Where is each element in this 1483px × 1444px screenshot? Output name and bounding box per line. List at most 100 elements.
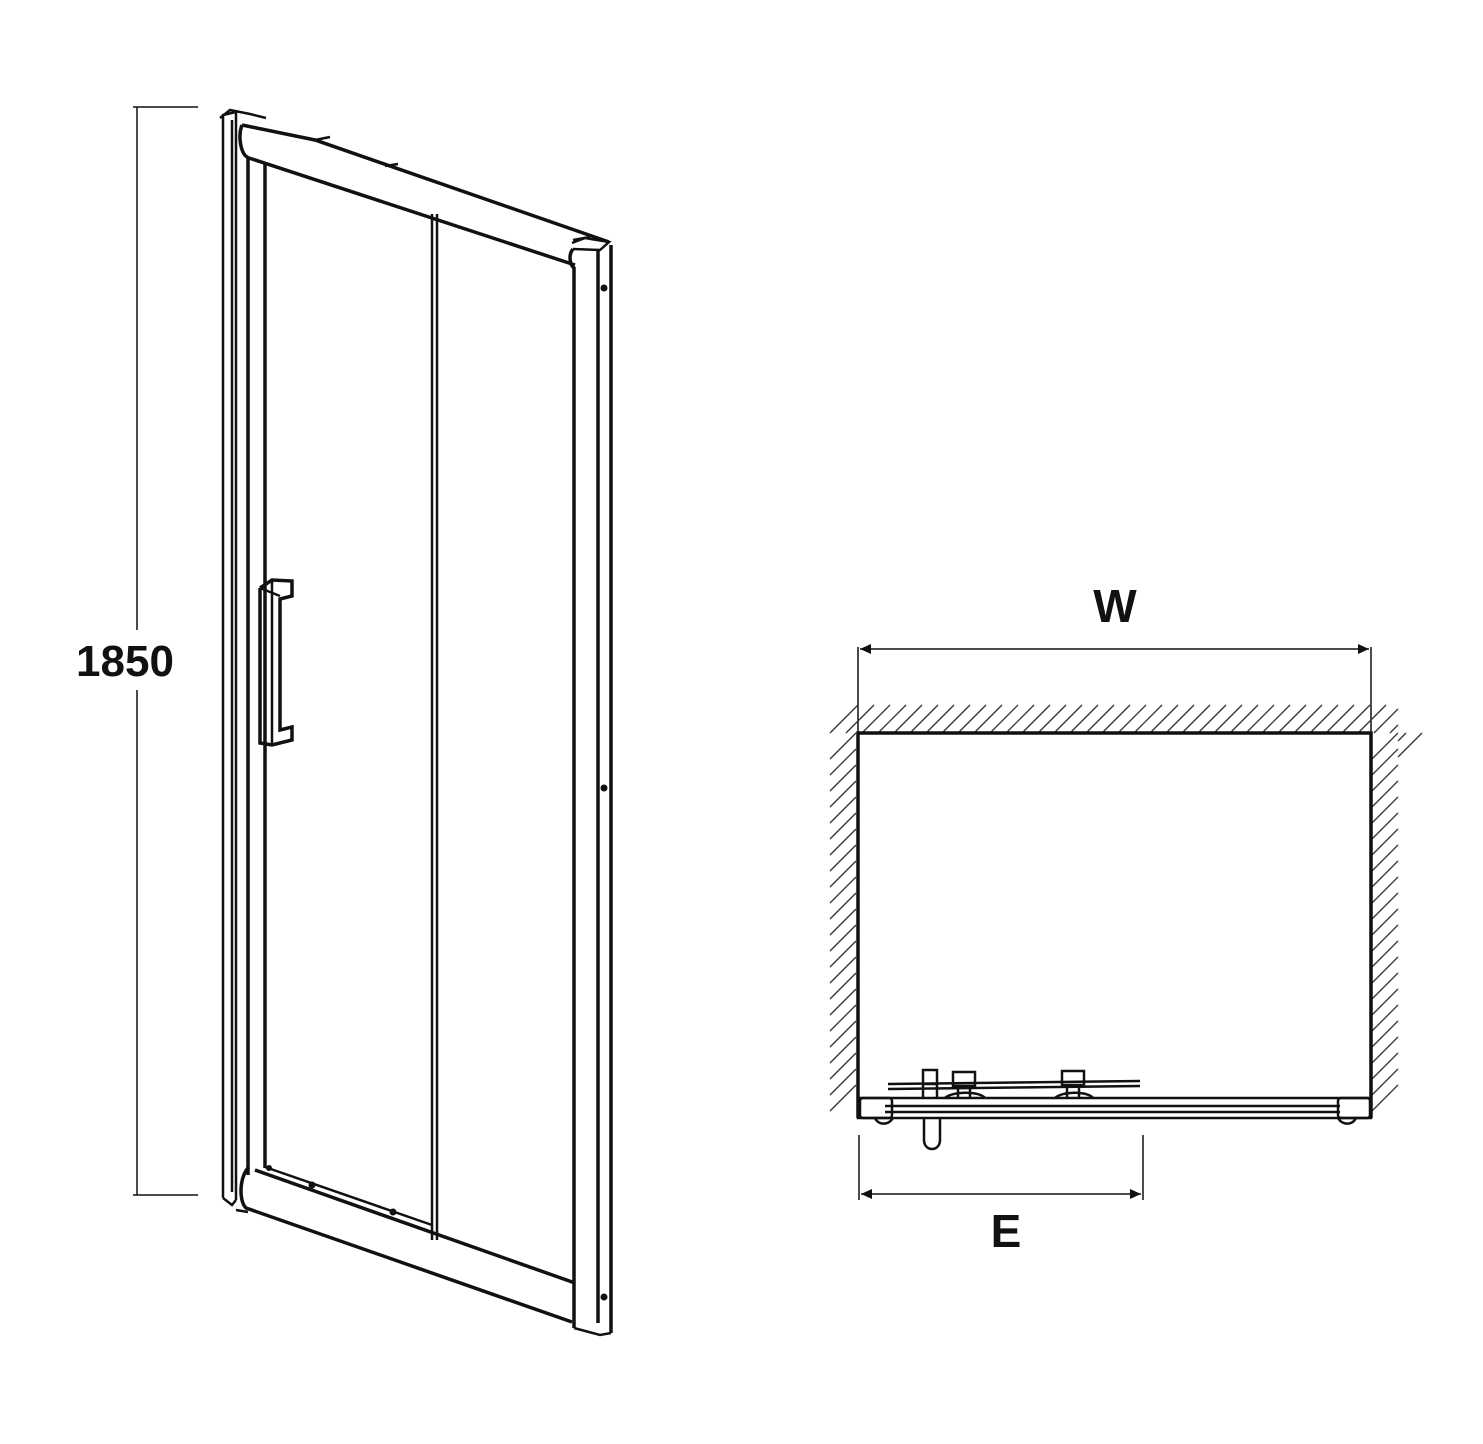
- hatch-line: [1371, 1020, 1399, 1048]
- hatch-line: [1371, 844, 1399, 872]
- hatch-line: [925, 704, 955, 734]
- hatch-line: [829, 956, 857, 984]
- hatch-line: [829, 972, 857, 1000]
- hatch-line: [1245, 704, 1275, 734]
- width-dimension: W: [857, 580, 1372, 732]
- hatch-line: [829, 876, 857, 904]
- hatch-line: [1371, 972, 1399, 1000]
- hatch-line: [1005, 704, 1035, 734]
- door-panel: [246, 158, 439, 1240]
- hatch-line: [1371, 860, 1399, 888]
- hatch-line: [1371, 988, 1399, 1016]
- hatch-line: [1373, 708, 1399, 734]
- hatch-line: [1357, 704, 1387, 734]
- hatch-line: [1341, 704, 1371, 734]
- hatch-line: [1325, 704, 1355, 734]
- hatch-line: [1371, 924, 1399, 952]
- roller-icon: [921, 1068, 1095, 1100]
- hatch-line: [829, 892, 857, 920]
- hatch-line: [1309, 704, 1339, 734]
- hatch-line: [1261, 704, 1291, 734]
- hatch-line: [1371, 956, 1399, 984]
- hatch-line: [829, 1084, 857, 1112]
- hatch-line: [1213, 704, 1243, 734]
- hatch-line: [1053, 704, 1083, 734]
- hatch-line: [1197, 704, 1227, 734]
- enclosure-outline: [856, 731, 1373, 1118]
- hatch-line: [1371, 892, 1399, 920]
- hatch-line: [829, 908, 857, 936]
- hatch-line: [829, 860, 857, 888]
- hatch-line: [829, 1004, 857, 1032]
- door-elevation: [219, 108, 613, 1337]
- hatch-line: [877, 704, 907, 734]
- hatch-line: [1165, 704, 1195, 734]
- hatch-line: [1149, 704, 1179, 734]
- hatch-line: [957, 704, 987, 734]
- hatch-line: [829, 844, 857, 872]
- hatch-line: [829, 704, 859, 734]
- hatch-line: [1371, 1036, 1399, 1064]
- door-handle-icon: [258, 578, 294, 747]
- hatch-line: [829, 812, 857, 840]
- plan-view: W: [829, 580, 1423, 1257]
- hatch-line: [829, 1036, 857, 1064]
- hatch-line: [1085, 704, 1115, 734]
- hatch-line: [1397, 732, 1407, 742]
- hatch-line: [829, 1052, 857, 1080]
- hatch-line: [1397, 732, 1423, 758]
- width-label: W: [1093, 580, 1137, 632]
- hatch-line: [1371, 1052, 1399, 1080]
- hatch-line: [1371, 764, 1399, 792]
- height-value-label: 1850: [76, 637, 174, 686]
- hatch-line: [829, 988, 857, 1016]
- hatch-line: [1371, 1084, 1399, 1112]
- left-wall-profile: [219, 108, 267, 1214]
- hatch-line: [829, 940, 857, 968]
- hatch-line: [1069, 704, 1099, 734]
- hatch-line: [1133, 704, 1163, 734]
- hatch-line: [1371, 1004, 1399, 1032]
- hatch-line: [1389, 724, 1399, 734]
- hatch-line: [1371, 780, 1399, 808]
- bottom-track: [239, 1165, 576, 1324]
- door-handle-plan-icon: [922, 1118, 942, 1151]
- hatch-line: [829, 924, 857, 952]
- hatch-line: [1101, 704, 1131, 734]
- hatch-line: [829, 828, 857, 856]
- hatch-line: [1371, 732, 1399, 760]
- hatch-line: [1181, 704, 1211, 734]
- hatch-line: [829, 780, 857, 808]
- hatch-line: [1371, 876, 1399, 904]
- hatch-line: [829, 1020, 857, 1048]
- sliding-door-plan: [856, 1068, 1373, 1151]
- hatch-line: [829, 1068, 857, 1096]
- top-track: [238, 123, 612, 267]
- hatch-line: [829, 796, 857, 824]
- hatch-line: [829, 732, 857, 760]
- entry-dimension: E: [858, 1135, 1144, 1257]
- hatch-line: [829, 748, 857, 776]
- hatch-line: [1371, 940, 1399, 968]
- hatch-line: [1229, 704, 1259, 734]
- hatch-line: [909, 704, 939, 734]
- hatch-line: [1371, 796, 1399, 824]
- hatch-line: [941, 704, 971, 734]
- hatch-line: [861, 704, 891, 734]
- hatch-line: [973, 704, 1003, 734]
- hatch-line: [1293, 704, 1323, 734]
- right-wall-profile: [568, 245, 613, 1337]
- hatch-line: [1371, 828, 1399, 856]
- hatch-line: [1371, 812, 1399, 840]
- hatch-line: [1371, 908, 1399, 936]
- entry-label: E: [991, 1205, 1022, 1257]
- height-dimension: 1850: [76, 106, 198, 1196]
- hatch-line: [989, 704, 1019, 734]
- hatch-line: [1371, 1068, 1399, 1096]
- hatch-line: [1277, 704, 1307, 734]
- hatch-line: [1037, 704, 1067, 734]
- hatch-line: [845, 704, 875, 734]
- wall-hatch-icon: [829, 704, 1423, 1112]
- hatch-line: [1117, 704, 1147, 734]
